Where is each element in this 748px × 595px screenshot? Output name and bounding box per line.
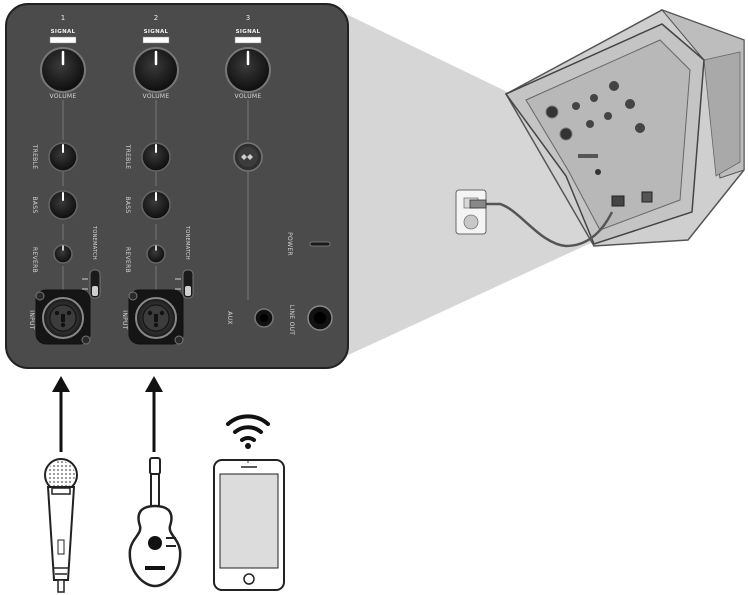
channel-1-reverb-label: REVERB: [31, 247, 38, 273]
channel-1-signal-led: [49, 36, 77, 44]
channel-2-input-label: INPUT: [121, 310, 128, 329]
channel-3-signal-label: SIGNAL: [236, 29, 261, 35]
line-out-jack[interactable]: [307, 305, 333, 331]
acoustic-guitar-icon: [128, 457, 182, 588]
microphone-arrow: [52, 376, 70, 452]
microphone-icon: [44, 458, 78, 593]
channel-3-volume-label: VOLUME: [235, 93, 262, 100]
line-out-label: LINE OUT: [288, 305, 295, 336]
channel-1-bass-knob[interactable]: [48, 190, 78, 220]
channel-1-volume-label: VOLUME: [50, 93, 77, 100]
channel-2-signal-label: SIGNAL: [144, 29, 169, 35]
bluetooth-icon: [241, 154, 253, 160]
speaker-unit: [504, 8, 745, 247]
channel-2-reverb-label: REVERB: [124, 247, 131, 273]
channel-1-combo-input-jack[interactable]: [35, 289, 91, 345]
smartphone-icon: [213, 459, 285, 591]
power-indicator: [309, 241, 331, 247]
channel-2-volume-label: VOLUME: [143, 93, 170, 100]
channel-1-signal-label: SIGNAL: [51, 29, 76, 35]
channel-3-signal-led: [234, 36, 262, 44]
channel-1-bass-label: BASS: [31, 196, 38, 213]
aux-label: AUX: [226, 311, 233, 325]
wifi-icon: [226, 414, 270, 449]
channel-2-reverb-knob[interactable]: [146, 244, 166, 264]
channel-3-volume-knob[interactable]: [225, 47, 271, 93]
zoom-projection: [346, 14, 606, 356]
aux-input-jack[interactable]: [254, 308, 274, 328]
channel-2-bass-label: BASS: [124, 196, 131, 213]
channel-1-switch-mode-icon: [82, 278, 88, 290]
channel-1-volume-knob[interactable]: [40, 47, 86, 93]
channel-1-input-label: INPUT: [28, 310, 35, 329]
channel-3-bluetooth-button[interactable]: [233, 142, 263, 172]
guitar-arrow: [145, 376, 163, 452]
channel-1-tonematch-switch[interactable]: [89, 269, 101, 299]
channel-2-volume-knob[interactable]: [133, 47, 179, 93]
channel-1-tonematch-label: TONEMATCH: [91, 225, 97, 260]
channel-2-bass-knob[interactable]: [141, 190, 171, 220]
channel-1-reverb-knob[interactable]: [53, 244, 73, 264]
control-panel: 1 2 3 SIGNAL SIGNAL SIGNAL VOLUME VOLUME: [5, 3, 349, 369]
channel-2-tonematch-switch[interactable]: [182, 269, 194, 299]
channel-1-treble-label: TREBLE: [31, 144, 38, 170]
channel-2-signal-led: [142, 36, 170, 44]
channel-2-tonematch-label: TONEMATCH: [184, 225, 190, 260]
wall-outlet: [455, 189, 487, 235]
channel-1-treble-knob[interactable]: [48, 142, 78, 172]
power-plug: [469, 199, 487, 209]
channel-2-number: 2: [154, 14, 158, 22]
channel-2-treble-label: TREBLE: [124, 144, 131, 170]
channel-2-combo-input-jack[interactable]: [128, 289, 184, 345]
channel-1-number: 1: [61, 14, 65, 22]
channel-2-treble-knob[interactable]: [141, 142, 171, 172]
channel-2-switch-mode-icon: [175, 278, 181, 290]
power-cable: [472, 202, 614, 248]
power-label: POWER: [286, 232, 293, 256]
channel-3-number: 3: [246, 14, 250, 22]
